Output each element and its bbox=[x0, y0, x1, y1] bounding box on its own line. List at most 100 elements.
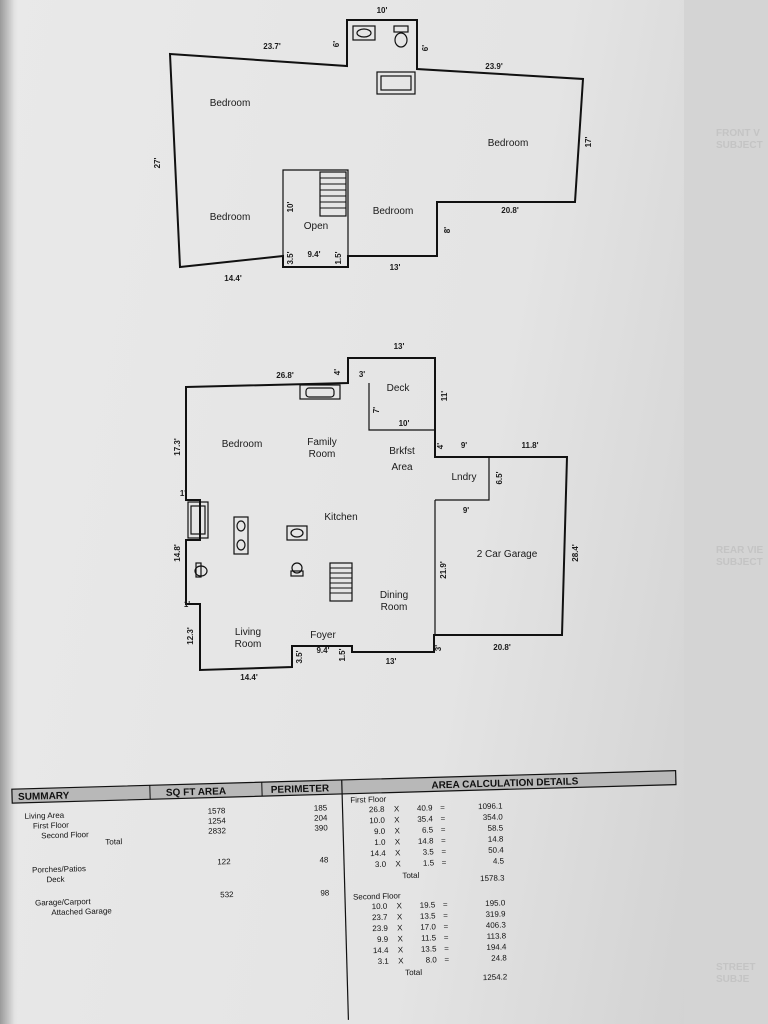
room-label: Kitchen bbox=[324, 512, 357, 523]
calc-width: 6.5 bbox=[422, 825, 434, 834]
room-label: Brkfst bbox=[389, 446, 415, 457]
calc-times-sign: X bbox=[397, 923, 403, 932]
street-view-caption: STREET SUBJE bbox=[716, 962, 755, 986]
calc-width: 3.5 bbox=[423, 847, 435, 856]
second-floor-calc-title: Second Floor bbox=[353, 891, 401, 901]
dimension-label: 4' bbox=[436, 443, 445, 449]
porches-label: Porches/Patios bbox=[32, 864, 86, 874]
dimension-label: 20.8' bbox=[493, 643, 511, 652]
bathtub-icon bbox=[187, 501, 209, 539]
stairs-icon bbox=[329, 562, 353, 602]
calc-result: 58.5 bbox=[487, 823, 503, 832]
perimeter-value: 185 bbox=[314, 803, 328, 812]
room-label: Open bbox=[304, 221, 328, 232]
calc-times-sign: X bbox=[395, 848, 401, 857]
garage-label: Garage/Carport bbox=[35, 897, 92, 908]
caption-line: SUBJECT bbox=[716, 140, 763, 151]
sqft-value: 532 bbox=[220, 890, 234, 899]
calc-width: 17.0 bbox=[420, 922, 436, 931]
caption-line: REAR VIE bbox=[716, 545, 764, 556]
bathtub-icon bbox=[376, 71, 416, 95]
calc-times-sign: X bbox=[394, 826, 400, 835]
summary-header: SUMMARY bbox=[18, 791, 70, 803]
dimension-label: 10' bbox=[286, 202, 295, 213]
calc-result: 354.0 bbox=[483, 812, 504, 822]
fireplace-icon bbox=[299, 384, 341, 400]
first-floor-calc-title: First Floor bbox=[350, 795, 387, 805]
second-floor-label: Second Floor bbox=[41, 830, 89, 840]
first-floor-label: First Floor bbox=[33, 821, 70, 831]
calc-length: 1.0 bbox=[374, 838, 386, 847]
attached-garage-label: Attached Garage bbox=[51, 906, 112, 917]
front-view-caption: FRONT V SUBJECT bbox=[716, 128, 763, 152]
calc-length: 3.0 bbox=[375, 860, 387, 869]
room-label: Room bbox=[235, 639, 262, 650]
stairs-icon bbox=[319, 171, 347, 217]
dimension-label: 10' bbox=[377, 6, 388, 15]
sink-icon bbox=[286, 525, 308, 541]
dimension-label: 21.9' bbox=[439, 561, 448, 579]
dimension-label: 11.8' bbox=[521, 441, 538, 450]
dimension-label: 11' bbox=[440, 391, 449, 401]
room-label: Dining bbox=[380, 590, 408, 601]
dimension-label: 8' bbox=[443, 227, 452, 233]
room-label: Lndry bbox=[451, 472, 476, 483]
room-label: Area bbox=[391, 462, 413, 473]
calc-times-sign: X bbox=[398, 945, 404, 954]
dimension-label: 3' bbox=[434, 645, 443, 651]
toilet-icon bbox=[194, 562, 208, 578]
perimeter-value: 98 bbox=[320, 888, 330, 897]
calc-equals-sign: = bbox=[443, 911, 448, 920]
calc-width: 8.0 bbox=[426, 955, 438, 964]
dimension-label: 20.8' bbox=[501, 206, 519, 215]
calc-width: 1.5 bbox=[423, 858, 435, 867]
calc-times-sign: X bbox=[395, 837, 401, 846]
dimension-label: 13' bbox=[394, 342, 405, 351]
dimension-label: 17.3' bbox=[173, 438, 182, 456]
sqft-value: 2832 bbox=[208, 826, 227, 836]
deck-walls bbox=[368, 383, 435, 431]
calc-equals-sign: = bbox=[444, 955, 449, 964]
calc-length: 14.4 bbox=[370, 849, 386, 858]
dimension-label: 1' bbox=[180, 489, 186, 498]
calc-length: 23.9 bbox=[372, 924, 388, 933]
dimension-label: 4' bbox=[333, 369, 342, 375]
dimension-label: 6' bbox=[421, 45, 430, 51]
room-label: Bedroom bbox=[373, 206, 414, 217]
calc-width: 35.4 bbox=[417, 814, 433, 823]
room-label: Foyer bbox=[310, 630, 336, 641]
room-label: Bedroom bbox=[210, 98, 251, 109]
caption-line: FRONT V bbox=[716, 128, 760, 139]
room-label: Bedroom bbox=[210, 212, 251, 223]
dimension-label: 27' bbox=[153, 158, 162, 169]
second-floor-total: 1254.2 bbox=[483, 972, 508, 982]
open-area-walls bbox=[282, 169, 349, 256]
dimension-label: 23.9' bbox=[485, 62, 503, 71]
calc-equals-sign: = bbox=[441, 847, 446, 856]
calc-times-sign: X bbox=[396, 901, 402, 910]
dimension-label: 3.5' bbox=[295, 650, 304, 663]
calc-width: 14.8 bbox=[418, 836, 434, 845]
calc-total-label: Total bbox=[402, 871, 419, 880]
calc-width: 13.5 bbox=[420, 911, 436, 920]
calc-equals-sign: = bbox=[440, 803, 445, 812]
dimension-label: 23.7' bbox=[263, 42, 281, 51]
calc-equals-sign: = bbox=[441, 825, 446, 834]
living-area-label: Living Area bbox=[24, 811, 64, 821]
dimension-label: 9' bbox=[463, 506, 469, 515]
calc-result: 319.9 bbox=[485, 909, 506, 919]
caption-line: SUBJECT bbox=[716, 557, 763, 568]
room-label: Room bbox=[381, 602, 408, 613]
calc-times-sign: X bbox=[394, 815, 400, 824]
calc-width: 11.5 bbox=[421, 933, 437, 942]
calc-times-sign: X bbox=[398, 956, 404, 965]
dimension-label: 1.5' bbox=[334, 251, 343, 264]
first-floor-total: 1578.3 bbox=[480, 873, 505, 883]
calc-times-sign: X bbox=[397, 912, 403, 921]
stove-icon bbox=[233, 516, 249, 555]
details-header: AREA CALCULATION DETAILS bbox=[431, 776, 579, 791]
dimension-label: 10' bbox=[399, 419, 410, 428]
calc-equals-sign: = bbox=[444, 944, 449, 953]
